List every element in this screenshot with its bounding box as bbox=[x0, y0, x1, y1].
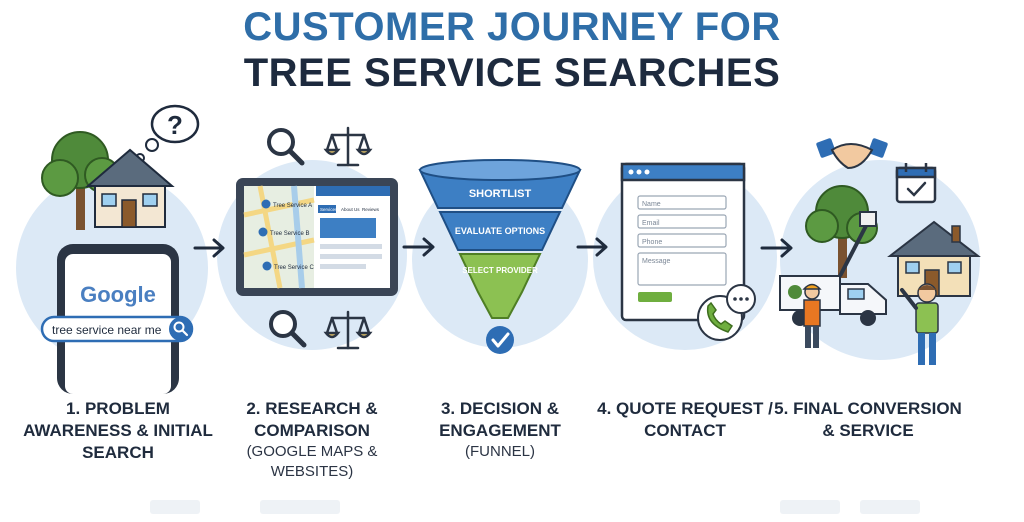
checkmark-icon bbox=[486, 326, 514, 354]
step3-sublabel: (FUNNEL) bbox=[465, 443, 535, 460]
faded-footer-mark bbox=[150, 500, 200, 514]
scales-icon bbox=[323, 126, 373, 167]
house-icon bbox=[85, 148, 175, 228]
funnel-stage-shortlist: SHORTLIST bbox=[469, 188, 532, 200]
map-pin-label: Tree Service B bbox=[270, 231, 309, 237]
chat-bubble-icon bbox=[726, 284, 756, 314]
step3-label: 3. DECISION & ENGAGEMENT (FUNNEL) bbox=[400, 398, 600, 462]
magnifier-icon bbox=[269, 310, 307, 348]
search-query: tree service near me bbox=[52, 323, 162, 337]
funnel-icon: SHORTLIST EVALUATE OPTIONS SELECT PROVID… bbox=[418, 159, 582, 319]
submit-button bbox=[638, 292, 672, 302]
search-icon bbox=[169, 317, 193, 341]
question-mark: ? bbox=[167, 110, 183, 140]
google-logo: Google bbox=[80, 282, 156, 307]
field-label: Message bbox=[642, 258, 671, 265]
map-pin-label: Tree Service C bbox=[274, 265, 314, 271]
form-window-icon: Name Email Phone Message bbox=[620, 162, 746, 322]
step2-sublabel: (GOOGLE MAPS & WEBSITES) bbox=[246, 443, 378, 480]
title-line-1: CUSTOMER JOURNEY FOR bbox=[243, 5, 781, 49]
calendar-icon bbox=[895, 163, 937, 204]
message-field bbox=[637, 252, 727, 286]
worker-icon bbox=[802, 283, 822, 348]
step2-title: 2. RESEARCH & COMPARISON bbox=[246, 399, 378, 440]
step3-title: 3. DECISION & ENGAGEMENT bbox=[439, 399, 561, 440]
faded-footer-mark bbox=[260, 500, 340, 514]
step5-label: 5. FINAL CONVERSION & SERVICE bbox=[774, 399, 962, 440]
phone-field bbox=[637, 233, 727, 248]
web-tab: Reviews bbox=[362, 207, 380, 212]
web-tab: Services bbox=[320, 207, 338, 212]
funnel-stage-evaluate: EVALUATE OPTIONS bbox=[455, 226, 545, 236]
arrow-right-icon bbox=[402, 237, 435, 257]
field-label: Phone bbox=[642, 239, 662, 246]
field-label: Email bbox=[642, 220, 660, 227]
happy-customer-icon bbox=[900, 283, 939, 365]
arrow-right-icon bbox=[193, 238, 225, 258]
web-tab: About Us bbox=[341, 207, 360, 212]
funnel-stage-select: SELECT PROVIDER bbox=[462, 266, 538, 275]
tablet-icon: Tree Service A Tree Service B Tree Servi… bbox=[236, 178, 398, 296]
website-panel: Services About Us Reviews bbox=[316, 186, 390, 269]
faded-footer-mark bbox=[780, 500, 840, 514]
map-pin-icon: Tree Service A bbox=[261, 199, 312, 209]
search-bar: tree service near me bbox=[40, 315, 194, 343]
map-pin-label: Tree Service A bbox=[273, 203, 312, 209]
email-field bbox=[637, 214, 727, 229]
faded-footer-mark bbox=[860, 500, 920, 514]
arrow-right-icon bbox=[576, 237, 608, 257]
magnifier-icon bbox=[267, 128, 305, 166]
step4-label: 4. QUOTE REQUEST / CONTACT bbox=[597, 399, 773, 440]
handshake-icon bbox=[816, 138, 888, 170]
arrow-right-icon bbox=[760, 238, 793, 258]
field-label: Name bbox=[642, 201, 661, 208]
scales-icon bbox=[323, 310, 373, 350]
step2-label: 2. RESEARCH & COMPARISON (GOOGLE MAPS & … bbox=[212, 398, 412, 482]
map-pin-icon: Tree Service B bbox=[258, 227, 309, 237]
name-field bbox=[637, 195, 727, 210]
map-panel bbox=[243, 185, 315, 289]
title-line-2: TREE SERVICE SEARCHES bbox=[243, 51, 781, 95]
thought-bubble-icon: ? bbox=[135, 104, 200, 163]
map-pin-icon: Tree Service C bbox=[262, 261, 314, 271]
step1-label: 1. PROBLEM AWARENESS & INITIAL SEARCH bbox=[23, 399, 213, 462]
page-title: CUSTOMER JOURNEY FOR TREE SERVICE SEARCH… bbox=[0, 4, 1024, 96]
